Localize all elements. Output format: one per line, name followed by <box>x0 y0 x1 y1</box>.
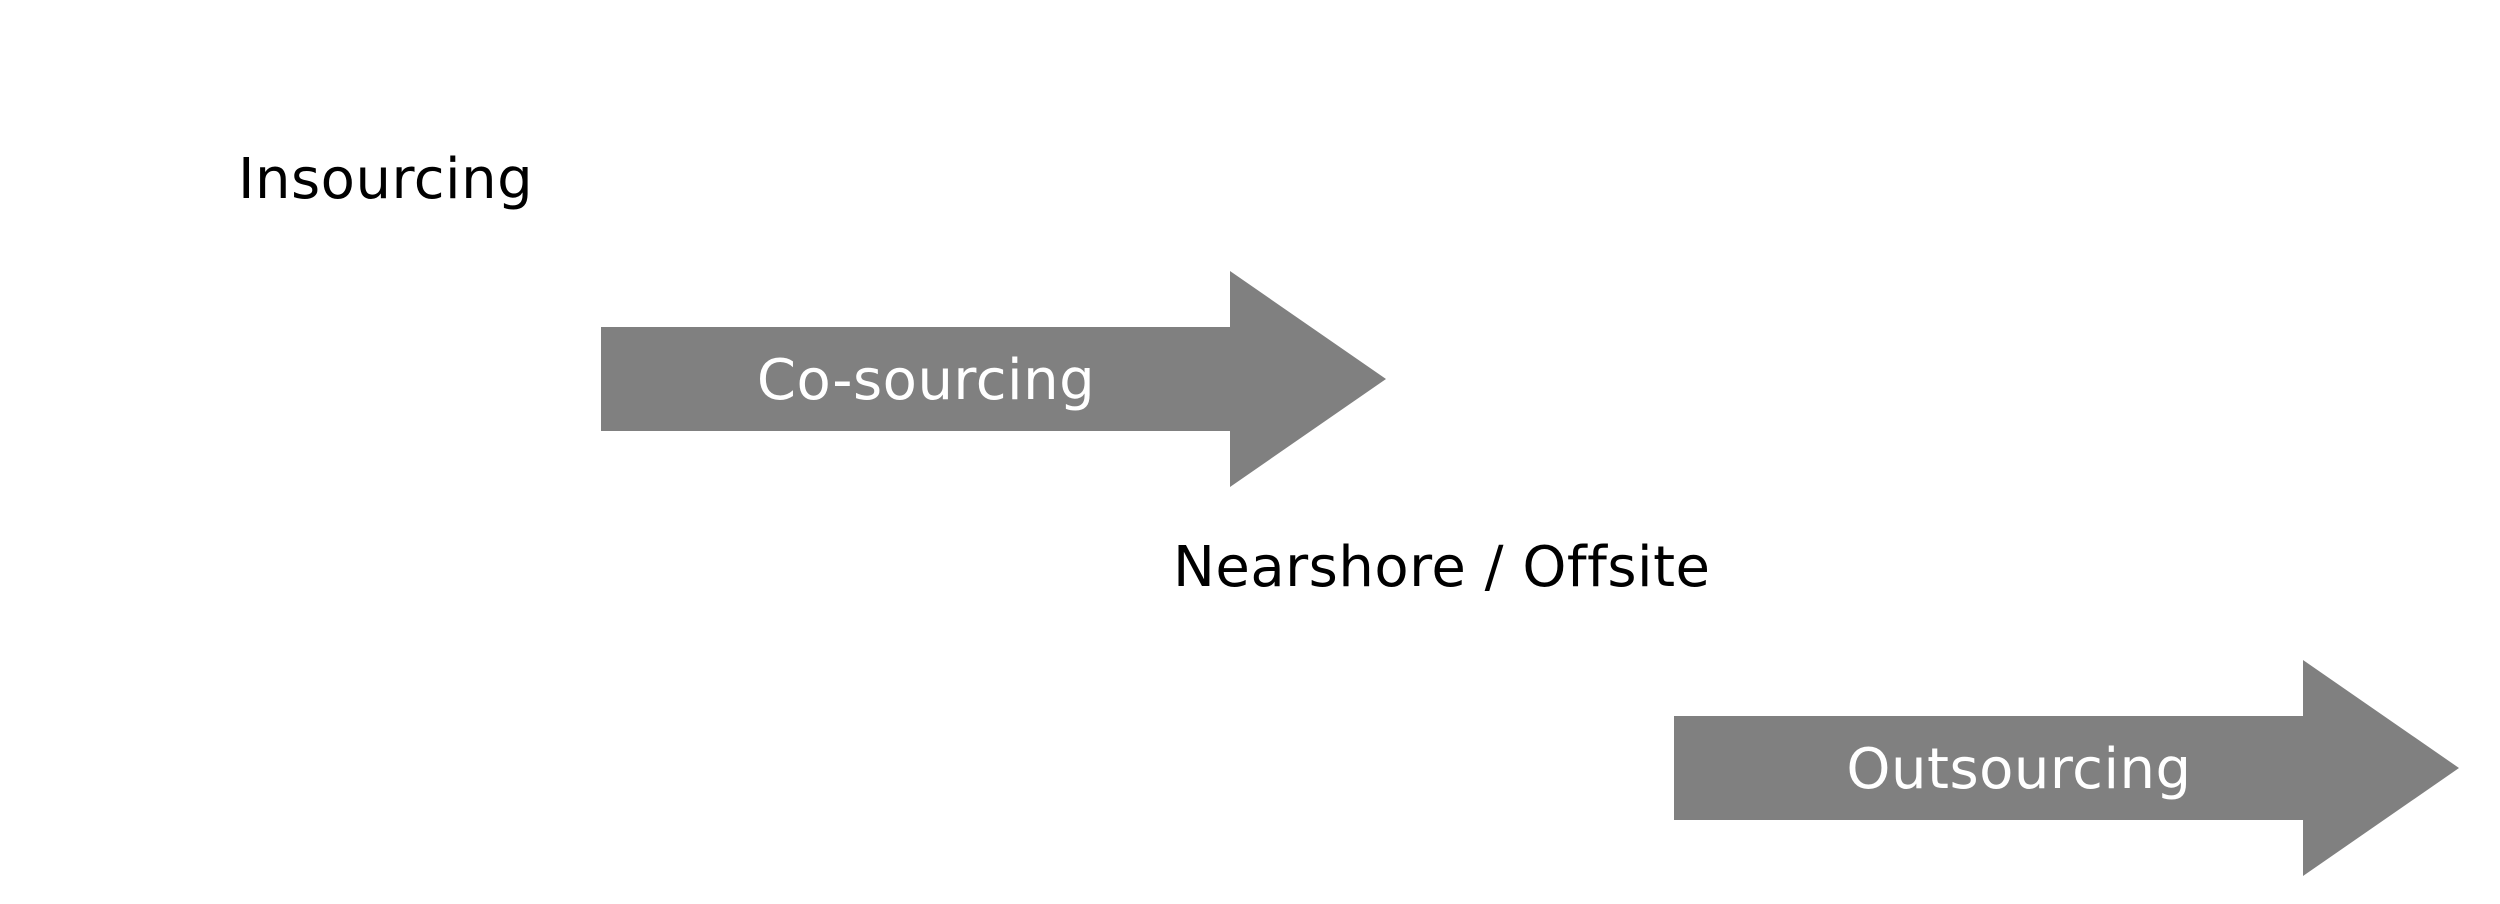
outsourcing-label: Outsourcing <box>1846 737 2191 802</box>
cosourcing-arrow-shape <box>601 271 1386 487</box>
outsourcing-arrow-shape <box>1674 660 2459 876</box>
nearshore-offsite-label: Nearshore / Offsite <box>1173 535 1711 600</box>
insourcing-label: Insourcing <box>238 147 534 212</box>
cosourcing-label: Co-sourcing <box>757 348 1095 413</box>
cosourcing-arrow: Co-sourcing <box>601 271 1386 487</box>
outsourcing-arrow: Outsourcing <box>1674 660 2459 876</box>
